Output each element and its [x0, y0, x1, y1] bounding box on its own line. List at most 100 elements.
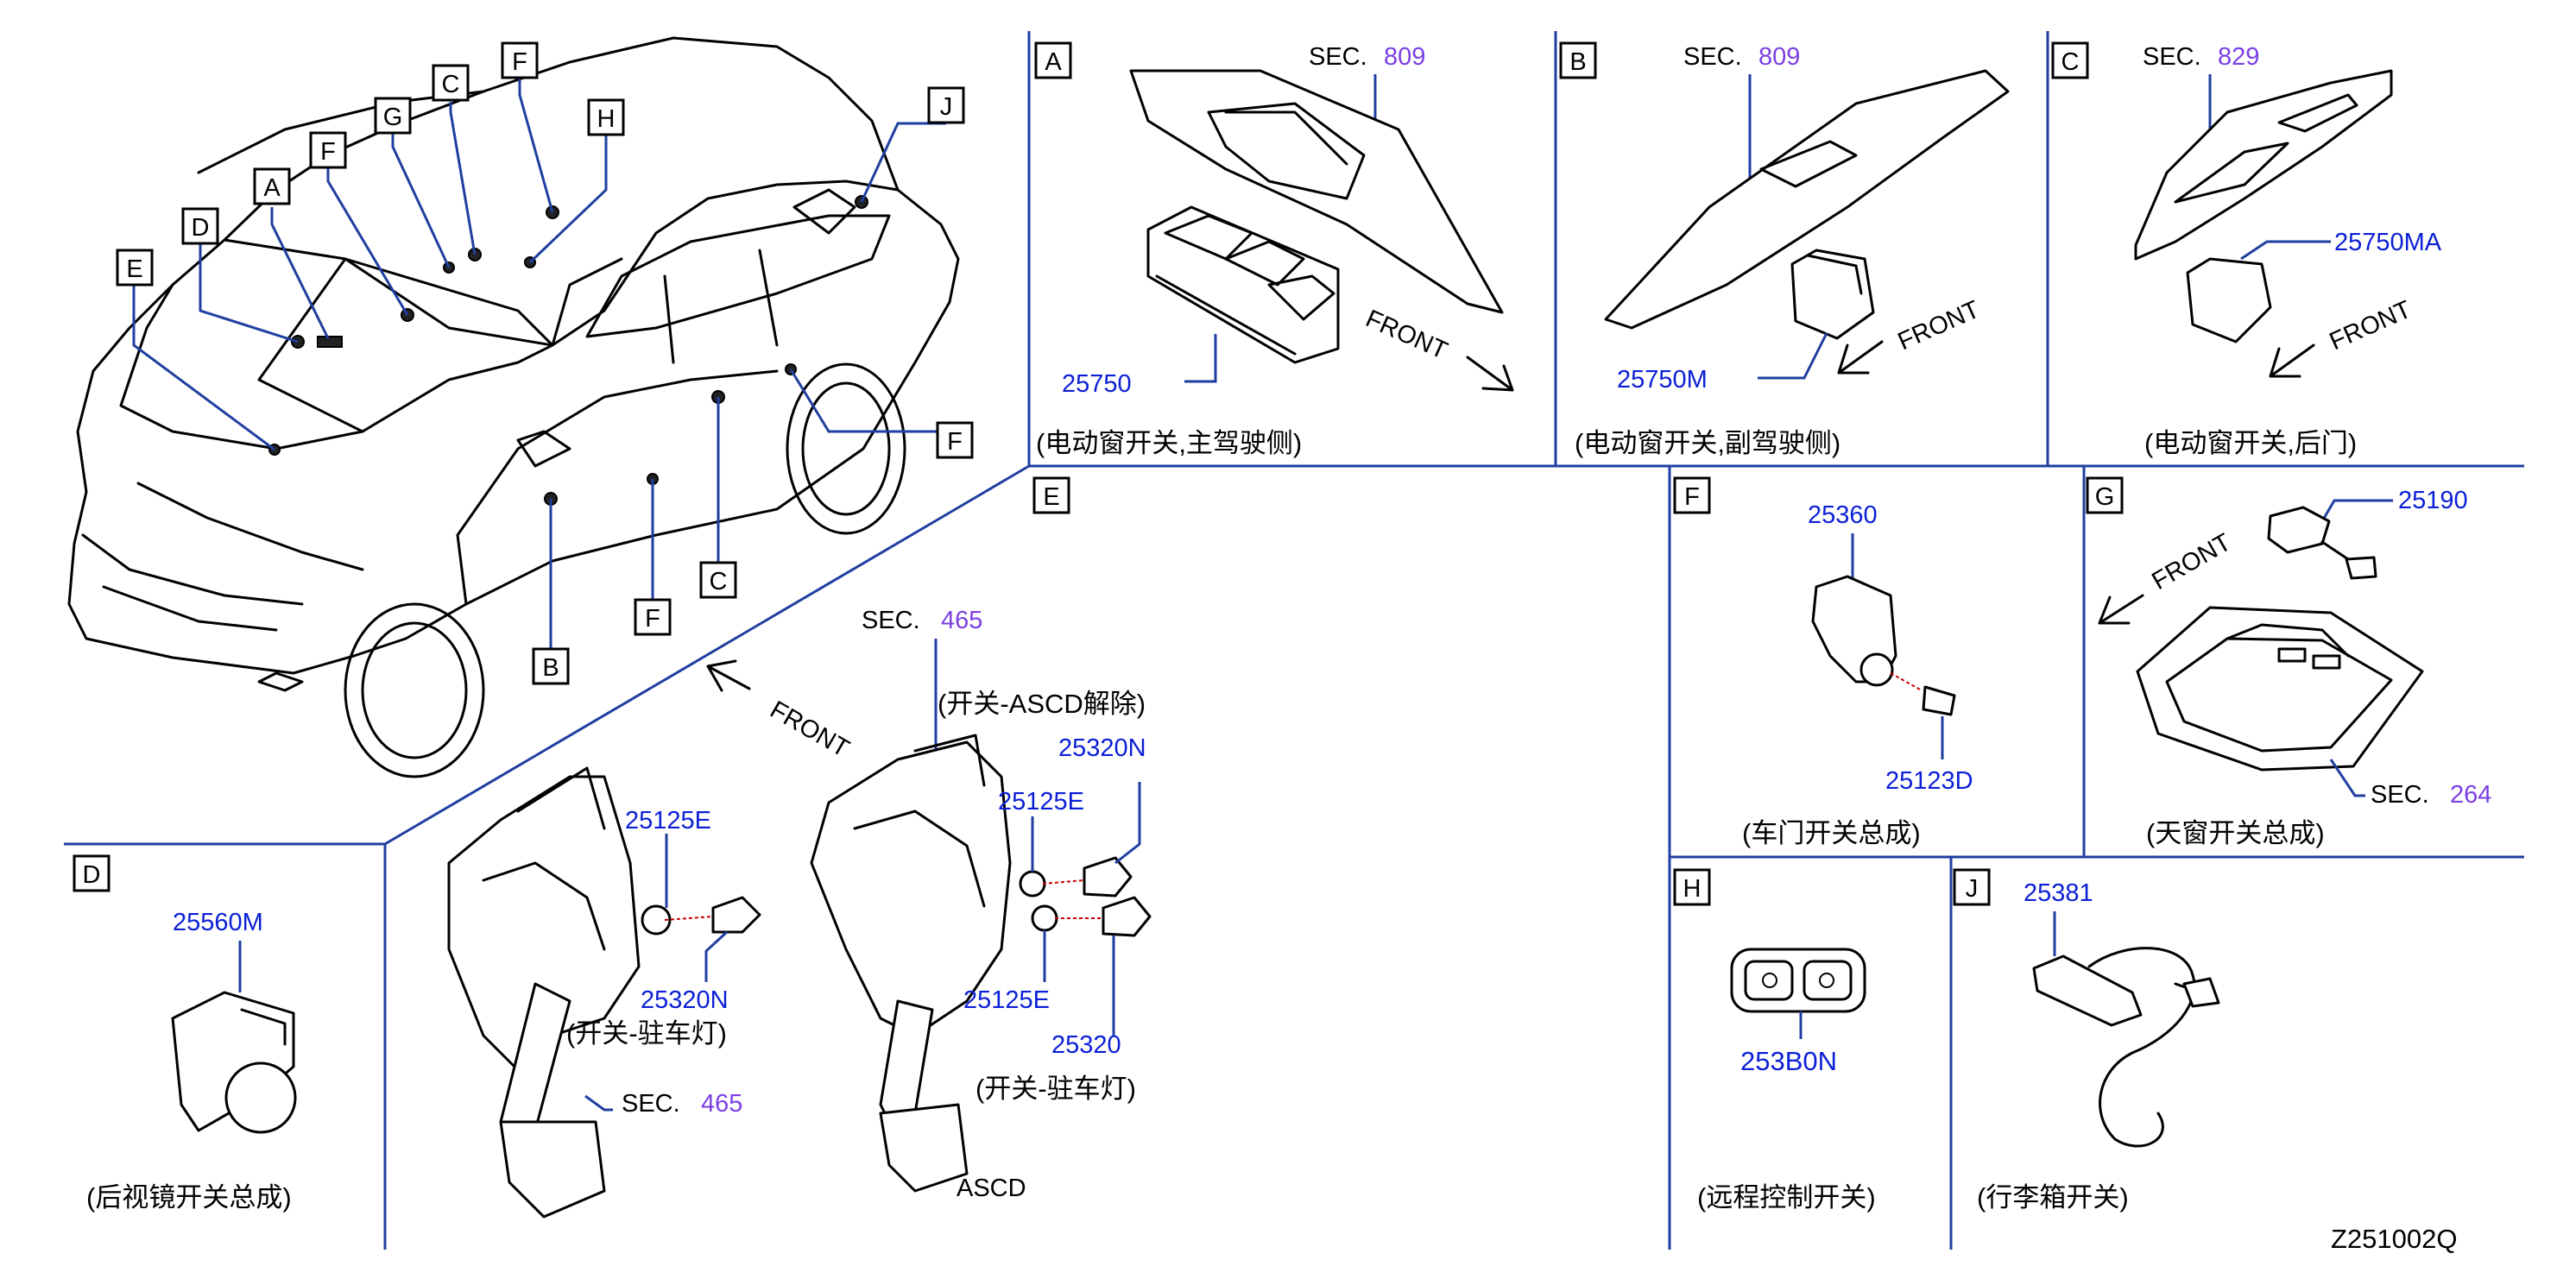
svg-text:E: E: [126, 255, 142, 283]
callout-c-car-1: C: [432, 64, 470, 102]
panel-g-letter-box: [2086, 476, 2124, 514]
callout-b-car: B: [532, 647, 570, 685]
svg-text:H: H: [597, 105, 616, 133]
panel-f-part-number-2: 25123D: [1885, 767, 1973, 795]
front-arrow-b: [1837, 340, 1884, 375]
callout-c-car-2: C: [699, 561, 737, 599]
panel-b-letter-box: [1559, 41, 1597, 79]
panel-b-part-number: 25750M: [1617, 366, 1708, 394]
panel-d-letter: D: [83, 861, 101, 889]
sunroof-switch: [2267, 506, 2331, 554]
svg-text:F: F: [320, 138, 336, 166]
panel-c-sec-label: SEC.: [2143, 43, 2201, 71]
window-switch-b: [1790, 249, 1875, 340]
panel-a-sec-number: 809: [1384, 43, 1425, 71]
panel-d-part-number: 25560M: [173, 909, 263, 936]
panel-g-sec-number: 264: [2450, 781, 2491, 809]
vehicle-overview: [67, 36, 960, 778]
panel-c: C SEC. 829 25750MA FRONT (电动窗开关,后门): [2051, 41, 2442, 458]
panel-b-caption: (电动窗开关,副驾驶侧): [1575, 428, 1840, 458]
panel-e-sec-number-bottom: 465: [701, 1090, 742, 1118]
panel-a: A SEC. 809 25750 FRONT (电动窗开关,主驾驶侧): [1034, 41, 1514, 458]
stop-lamp-pedal-assembly: [447, 775, 641, 1072]
window-switch-c: [2186, 257, 2272, 343]
panel-c-letter: C: [2061, 48, 2080, 76]
panel-a-letter: A: [1045, 48, 1062, 76]
callout-d-car: D: [181, 207, 219, 245]
svg-text:A: A: [263, 174, 281, 202]
svg-text:F: F: [512, 48, 527, 76]
panel-e-part-25320n-right: 25320N: [1058, 734, 1146, 762]
panel-b-letter: B: [1569, 48, 1586, 76]
panel-e-part-25320: 25320: [1051, 1031, 1121, 1059]
panel-e-part-25320n-left: 25320N: [641, 986, 729, 1014]
svg-text:D: D: [192, 214, 210, 242]
panel-a-front-label: FRONT: [1361, 305, 1452, 365]
svg-text:G: G: [383, 104, 403, 131]
panel-e-part-25125e-right-top: 25125E: [998, 788, 1084, 816]
callout-f-car-2: F: [501, 41, 539, 79]
letter-callouts: E D A F G C F H J F C F B: [116, 41, 974, 685]
callout-a-car: A: [253, 167, 291, 205]
panel-h-letter: H: [1683, 875, 1702, 903]
panel-g-front-label: FRONT: [2148, 528, 2237, 595]
panel-b-sec-label: SEC.: [1683, 43, 1742, 71]
svg-text:J: J: [940, 93, 953, 121]
panel-h-caption: (远程控制开关): [1697, 1182, 1876, 1213]
panel-e-front-label: FRONT: [766, 696, 855, 763]
panel-j-part-number: 25381: [2024, 879, 2093, 907]
svg-text:C: C: [710, 568, 728, 595]
panel-e-stop-lamp-label-1: (开关-驻车灯): [566, 1018, 727, 1049]
diagram-code: Z251002Q: [2331, 1224, 2458, 1254]
panel-a-part-number: 25750: [1062, 370, 1132, 398]
panel-e-letter-box: [1032, 476, 1070, 514]
door-switch-screw: [1922, 685, 1956, 716]
panel-f-letter-box: [1673, 476, 1711, 514]
svg-text:C: C: [442, 71, 460, 98]
panel-j-letter-box: [1953, 868, 1991, 906]
svg-text:B: B: [542, 654, 559, 682]
panel-e-ascd-label: ASCD: [957, 1175, 1026, 1202]
panel-e-letter: E: [1043, 483, 1059, 511]
svg-text:F: F: [947, 428, 963, 456]
front-arrow-c: [2269, 343, 2315, 378]
panel-b-front-label: FRONT: [1894, 295, 1985, 356]
panel-h-letter-box: [1673, 868, 1711, 906]
panel-d: D 25560M (后视镜开关总成): [73, 854, 297, 1213]
callout-f-car-3: F: [936, 421, 974, 459]
callout-h-car: H: [587, 98, 625, 136]
panel-e-part-25125e-right-bottom: 25125E: [963, 986, 1050, 1014]
callout-e-car: E: [116, 249, 154, 287]
panel-f: F 25360 25123D (车门开关总成): [1673, 476, 1973, 848]
panel-a-caption: (电动窗开关,主驾驶侧): [1036, 428, 1302, 458]
overhead-console: [2136, 606, 2424, 772]
panel-f-part-number-1: 25360: [1808, 501, 1878, 529]
panel-frames: [64, 31, 2524, 1250]
panel-j-letter: J: [1966, 875, 1979, 903]
panel-b: B SEC. 809 25750M FRONT (电动窗开关,副驾驶侧): [1559, 41, 2010, 458]
window-switch-bezel-b: [1604, 69, 2010, 330]
callout-g-car: G: [374, 97, 412, 135]
front-arrow-a: [1466, 356, 1514, 392]
panel-a-letter-box: [1034, 41, 1072, 79]
panel-e-sec-label-bottom: SEC.: [622, 1090, 680, 1118]
panel-g-sec-label: SEC.: [2371, 781, 2429, 809]
panel-e-sec-number-top: 465: [941, 607, 982, 634]
panel-c-front-label: FRONT: [2326, 295, 2416, 356]
panel-c-caption: (电动窗开关,后门): [2144, 428, 2357, 458]
panel-c-sec-number: 829: [2218, 43, 2259, 71]
panel-f-caption: (车门开关总成): [1742, 818, 1921, 848]
panel-g-caption: (天窗开关总成): [2146, 818, 2325, 848]
callout-j-car: J: [927, 86, 965, 124]
panel-j: J 25381 (行李箱开关): [1953, 868, 2220, 1213]
svg-text:F: F: [645, 605, 660, 633]
panel-e-part-25125e-left: 25125E: [625, 807, 711, 835]
panel-g-part-number: 25190: [2398, 487, 2468, 514]
panel-d-letter-box: [73, 854, 110, 892]
panel-a-sec-label: SEC.: [1309, 43, 1367, 71]
panel-h: H 253B0N (远程控制开关): [1673, 868, 1876, 1213]
front-arrow-e: [706, 659, 751, 692]
front-arrow-g: [2098, 594, 2144, 625]
callout-f-car-4: F: [634, 598, 672, 636]
